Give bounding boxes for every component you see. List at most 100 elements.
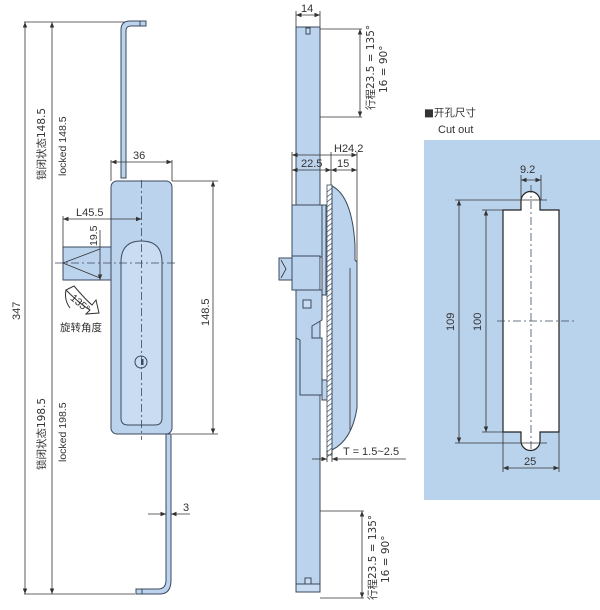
dimension-panel-thickness: T = 1.5~2.5	[343, 446, 399, 458]
hatch-line	[326, 337, 333, 343]
hatch-line	[326, 232, 333, 238]
hatch-line	[326, 382, 333, 388]
hatch-line	[326, 282, 333, 288]
hatch-line	[326, 202, 333, 208]
hatch-line	[326, 247, 333, 253]
hatch-line	[326, 372, 333, 378]
front-view: 347 锁闭状态148.5 locked 148.5 锁闭状态198.5 loc…	[11, 20, 218, 595]
dimension-lower-locked-cn: 锁闭状态198.5	[35, 398, 48, 470]
hatch-line	[326, 412, 333, 418]
hatch-line	[326, 312, 333, 318]
hatch-line	[326, 452, 333, 458]
dimension-upper-locked-cn: 锁闭状态148.5	[35, 108, 48, 180]
dimension-slot-height: 100	[472, 313, 484, 331]
hatch-line	[326, 287, 333, 293]
side-view: 14 行程23.5 = 135° 16 = 90° H24.2 22.5 15	[278, 3, 406, 600]
dimension-depth-back: 22.5	[301, 158, 322, 170]
latch-bevel	[62, 248, 101, 279]
hatch-line	[326, 352, 333, 358]
hatch-line	[326, 302, 333, 308]
hatch-line	[326, 392, 333, 398]
hatch-line	[326, 367, 333, 373]
hatch-line	[326, 417, 333, 423]
hatch-line	[326, 307, 333, 313]
dimension-rod-width: 14	[301, 3, 313, 15]
hatch-line	[326, 442, 333, 448]
hatch-line	[326, 217, 333, 223]
hatch-line	[326, 362, 333, 368]
dimension-latch-offset: L45.5	[76, 207, 104, 219]
hatch-line	[326, 427, 333, 433]
hatch-line	[326, 267, 333, 273]
dimension-overall-length: 347	[11, 302, 23, 320]
dimension-tab-width: 9.2	[520, 164, 535, 176]
hatch-line	[326, 407, 333, 413]
hatch-line	[326, 292, 333, 298]
hatch-line	[326, 212, 333, 218]
hatch-line	[326, 327, 333, 333]
cam-nut-detail	[280, 259, 287, 279]
lower-rod-tip	[135, 588, 143, 595]
dimension-lower-locked-en: locked 198.5	[57, 402, 69, 462]
dimension-body-height: 148.5	[200, 298, 212, 326]
hatch-line	[326, 447, 333, 453]
rotation-arrow-icon: 135°	[65, 285, 100, 315]
hatch-line	[326, 397, 333, 403]
rotation-label: 旋转角度	[60, 321, 102, 334]
side-housing-lower	[295, 289, 323, 396]
hatch-line	[326, 402, 333, 408]
panel-hatching	[326, 187, 333, 458]
latch-tongue	[62, 246, 112, 281]
cutout-title-cn: ■开孔尺寸	[424, 106, 476, 119]
hatch-line	[326, 187, 333, 193]
hatch-line	[326, 197, 333, 203]
side-housing-window	[302, 299, 312, 309]
cutout-title-en: Cut out	[438, 124, 473, 136]
handle	[120, 240, 163, 426]
side-rod-bottom-cap	[295, 583, 321, 593]
upper-rod-tip	[139, 20, 147, 27]
dimension-height: H24.2	[334, 143, 363, 155]
hatch-line	[326, 272, 333, 278]
bottom-travel-line1: 行程23.5 = 135°	[366, 515, 379, 600]
hatch-line	[326, 192, 333, 198]
hatch-line	[326, 277, 333, 283]
hatch-line	[326, 377, 333, 383]
hatch-line	[326, 432, 333, 438]
hatch-line	[326, 237, 333, 243]
dimension-slot-width: 25	[524, 456, 536, 468]
dimension-overall-height: 109	[445, 313, 457, 331]
top-travel-line1: 行程23.5 = 135°	[364, 25, 377, 110]
hatch-line	[326, 227, 333, 233]
hatch-line	[326, 317, 333, 323]
hatch-line	[326, 322, 333, 328]
side-housing-mid	[291, 255, 321, 291]
hatch-line	[326, 262, 333, 268]
hatch-line	[326, 207, 333, 213]
hatch-line	[326, 422, 333, 428]
top-travel-line2: 16 = 90°	[378, 46, 390, 93]
hatch-line	[326, 257, 333, 263]
cutout-section: ■开孔尺寸 Cut out 9.2 109 100 25	[424, 106, 600, 500]
hatch-line	[326, 252, 333, 258]
side-plate	[321, 204, 327, 296]
side-rod-bottom-pin	[304, 577, 312, 585]
dimension-depth-front: 15	[337, 158, 349, 170]
dimension-upper-locked-en: locked 148.5	[57, 116, 69, 176]
side-rod-top-pin	[305, 27, 311, 35]
hatch-line	[326, 297, 333, 303]
dimension-rod-thickness: 3	[183, 502, 189, 514]
side-housing-upper	[291, 204, 323, 258]
hatch-line	[326, 242, 333, 248]
keyhole	[141, 359, 144, 365]
hatch-line	[326, 387, 333, 393]
hatch-line	[326, 357, 333, 363]
hatch-line	[326, 222, 333, 228]
dimension-latch-height: 19.5	[88, 225, 100, 246]
dimension-body-width: 36	[133, 150, 145, 162]
hatch-line	[326, 332, 333, 338]
hatch-line	[326, 342, 333, 348]
hatch-line	[326, 437, 333, 443]
bottom-travel-line2: 16 = 90°	[380, 536, 392, 583]
